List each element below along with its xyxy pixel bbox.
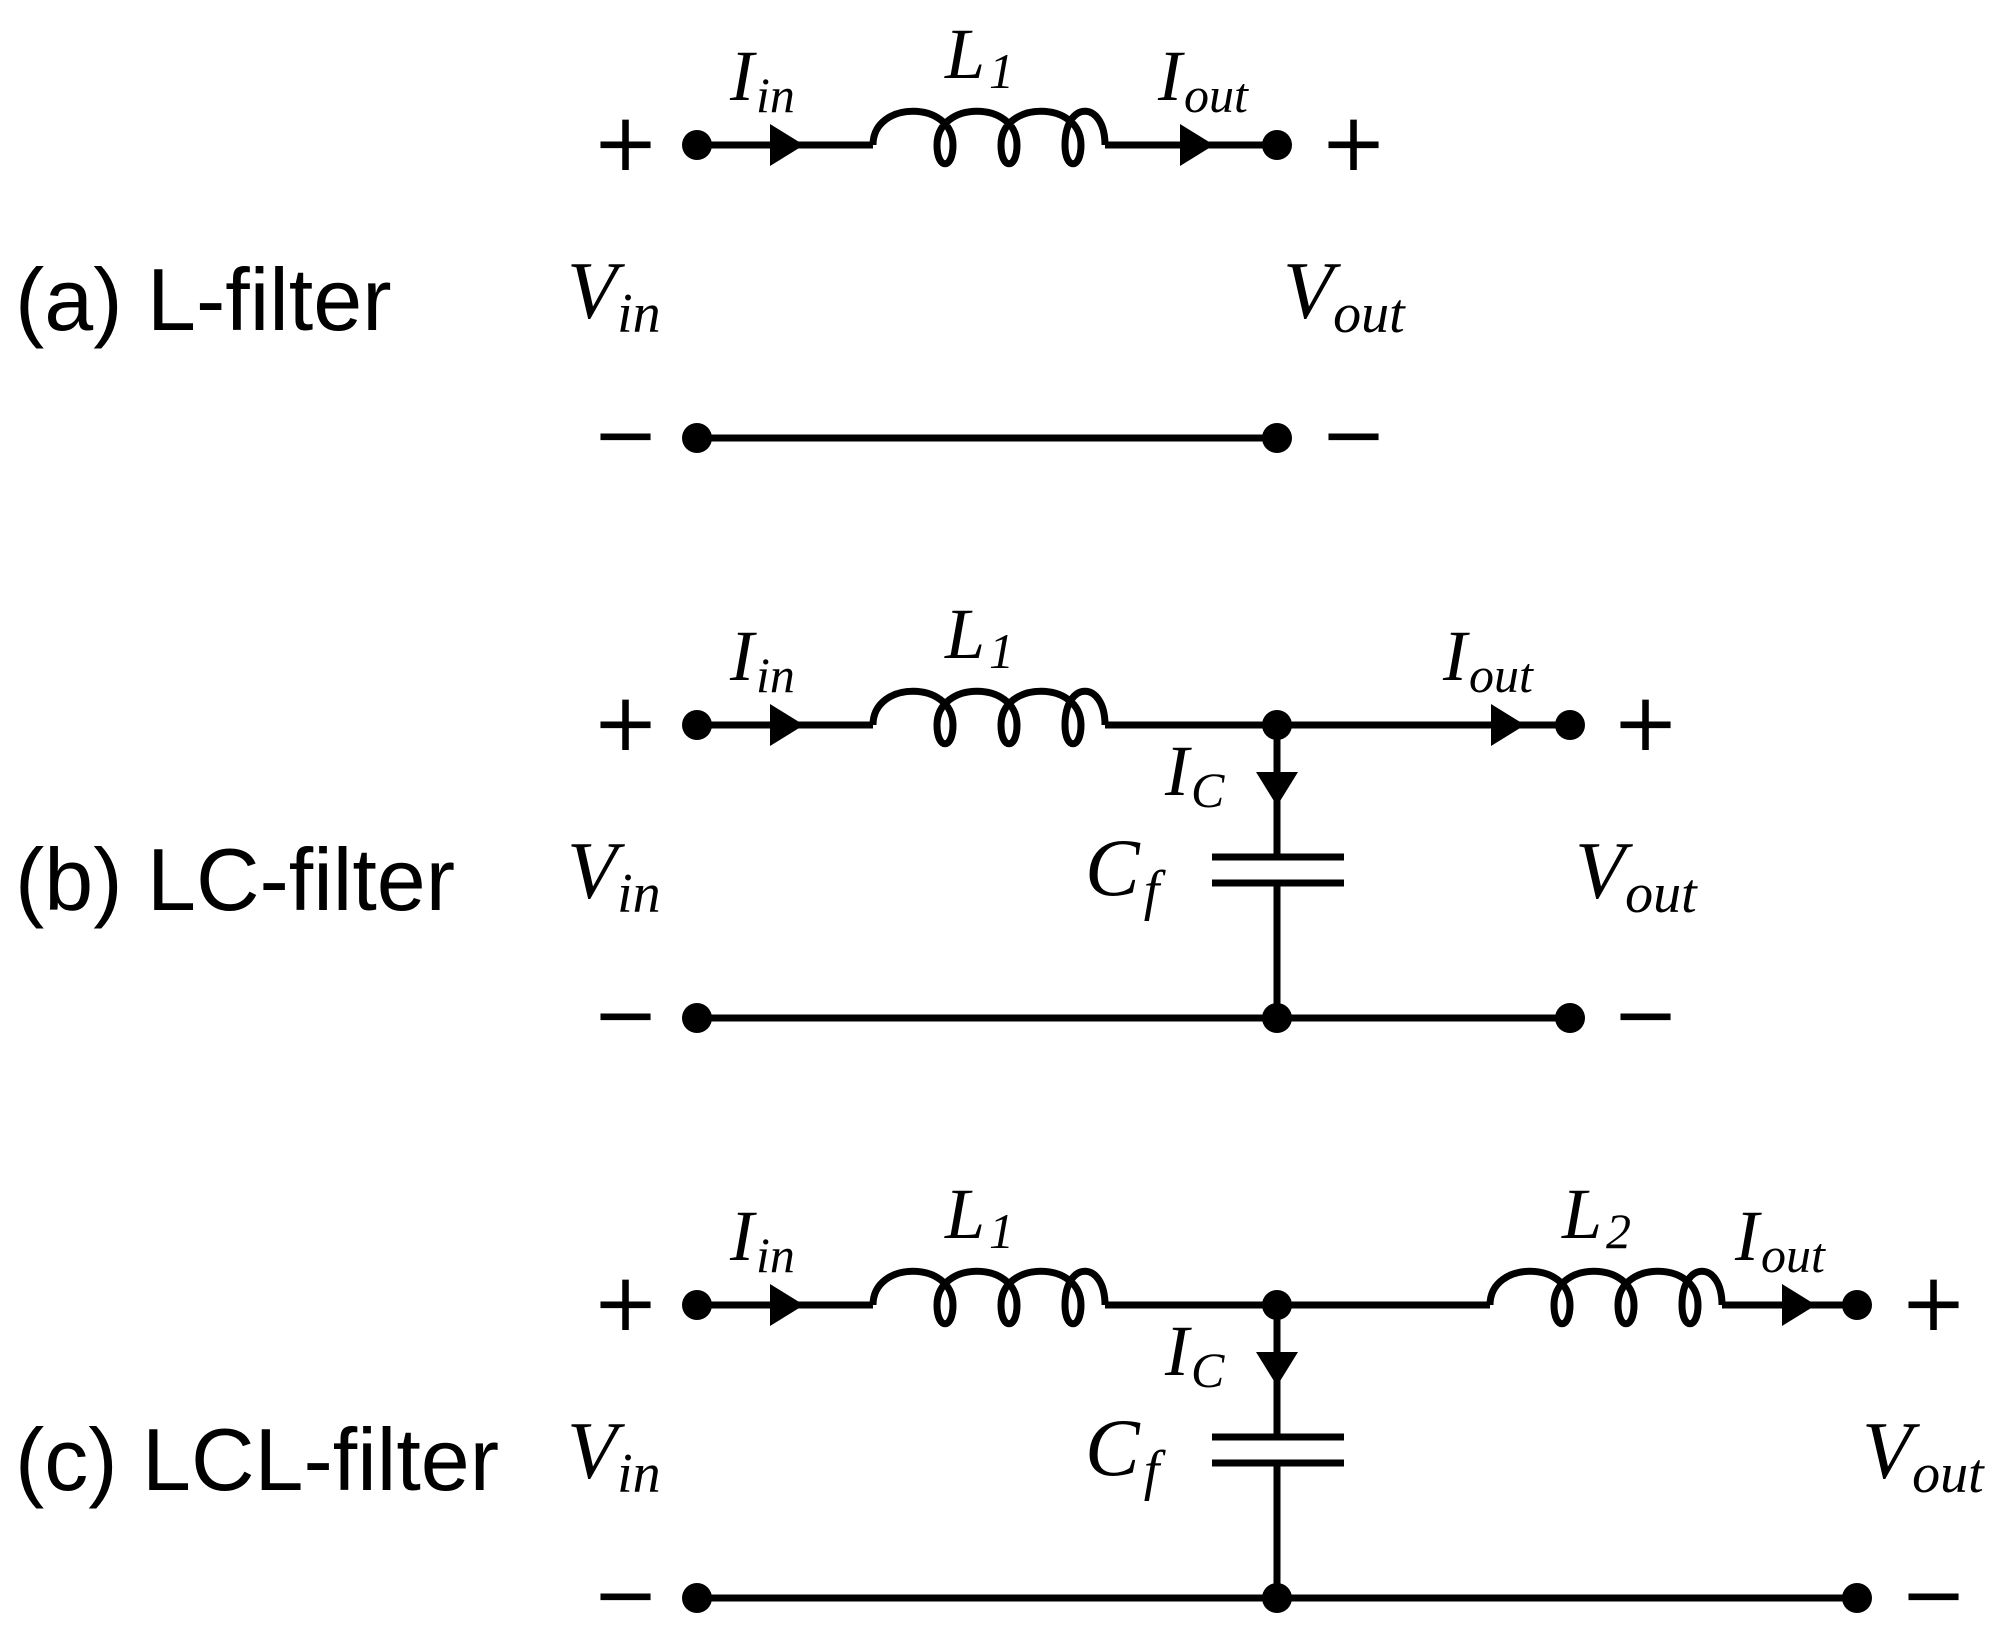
junction-bottom: [1262, 1003, 1292, 1033]
label-v-in: Vin: [567, 825, 661, 925]
arrow-i-c: [1256, 772, 1298, 806]
terminal-out-minus: [1262, 423, 1292, 453]
label-v-in: Vin: [567, 1405, 661, 1505]
label-i-in: Iin: [729, 616, 795, 703]
terminal-in-plus: [682, 1290, 712, 1320]
label-l2: L2: [1561, 1174, 1631, 1259]
terminal-in-minus: [682, 1003, 712, 1033]
label-c-f: Cf: [1085, 822, 1167, 922]
label-i-c: IC: [1164, 1311, 1225, 1398]
sign-out-plus: +: [1900, 1256, 1967, 1349]
sign-out-minus: −: [1612, 968, 1679, 1061]
label-c-f: Cf: [1085, 1402, 1167, 1502]
arrow-i-out: [1782, 1284, 1816, 1326]
label-i-in: Iin: [729, 1196, 795, 1283]
junction-top: [1262, 710, 1292, 740]
label-l1: L1: [944, 594, 1014, 679]
caption-lc-filter: (b) LC-filter: [15, 830, 455, 929]
label-i-out: Iout: [1157, 36, 1249, 123]
label-i-c: IC: [1164, 731, 1225, 818]
panel-l-filter: (a) L-filter + + − − Iin L1 Iout Vin Vou…: [15, 14, 1406, 481]
sign-in-minus: −: [592, 968, 659, 1061]
sign-out-minus: −: [1320, 388, 1387, 481]
arrow-i-in: [770, 1284, 804, 1326]
sign-in-plus: +: [592, 676, 659, 769]
label-i-out: Iout: [1442, 616, 1534, 703]
label-v-out: Vout: [1575, 825, 1698, 925]
sign-out-minus: −: [1900, 1548, 1967, 1631]
inductor-l2: [1486, 1267, 1726, 1328]
panel-lc-filter: (b) LC-filter + + − − Iin L1 Iout IC Cf …: [15, 594, 1698, 1061]
arrow-i-c: [1256, 1352, 1298, 1386]
terminal-in-minus: [682, 423, 712, 453]
sign-in-minus: −: [592, 388, 659, 481]
terminal-out-minus: [1555, 1003, 1585, 1033]
sign-out-plus: +: [1320, 96, 1387, 189]
panel-lcl-filter: (c) LCL-filter + + − − Iin L1 L2 Iout IC…: [15, 1174, 1985, 1631]
terminal-in-plus: [682, 130, 712, 160]
arrow-i-out: [1491, 704, 1525, 746]
label-v-out: Vout: [1862, 1405, 1985, 1505]
label-l1: L1: [944, 1174, 1014, 1259]
terminal-out-plus: [1842, 1290, 1872, 1320]
caption-lcl-filter: (c) LCL-filter: [15, 1410, 499, 1509]
label-v-out: Vout: [1283, 245, 1406, 345]
caption-l-filter: (a) L-filter: [15, 250, 392, 349]
terminal-in-minus: [682, 1583, 712, 1613]
inductor-l1: [869, 687, 1109, 748]
sign-in-minus: −: [592, 1548, 659, 1631]
label-l1: L1: [944, 14, 1014, 99]
terminal-out-plus: [1262, 130, 1292, 160]
arrow-i-in: [770, 124, 804, 166]
terminal-out-plus: [1555, 710, 1585, 740]
sign-in-plus: +: [592, 96, 659, 189]
inductor-l1: [869, 107, 1109, 168]
junction-top: [1262, 1290, 1292, 1320]
sign-out-plus: +: [1612, 676, 1679, 769]
terminal-in-plus: [682, 710, 712, 740]
label-v-in: Vin: [567, 245, 661, 345]
label-i-out: Iout: [1734, 1196, 1826, 1283]
arrow-i-out: [1180, 124, 1214, 166]
sign-in-plus: +: [592, 1256, 659, 1349]
junction-bottom: [1262, 1583, 1292, 1613]
terminal-out-minus: [1842, 1583, 1872, 1613]
inductor-l1: [869, 1267, 1109, 1328]
label-i-in: Iin: [729, 36, 795, 123]
arrow-i-in: [770, 704, 804, 746]
